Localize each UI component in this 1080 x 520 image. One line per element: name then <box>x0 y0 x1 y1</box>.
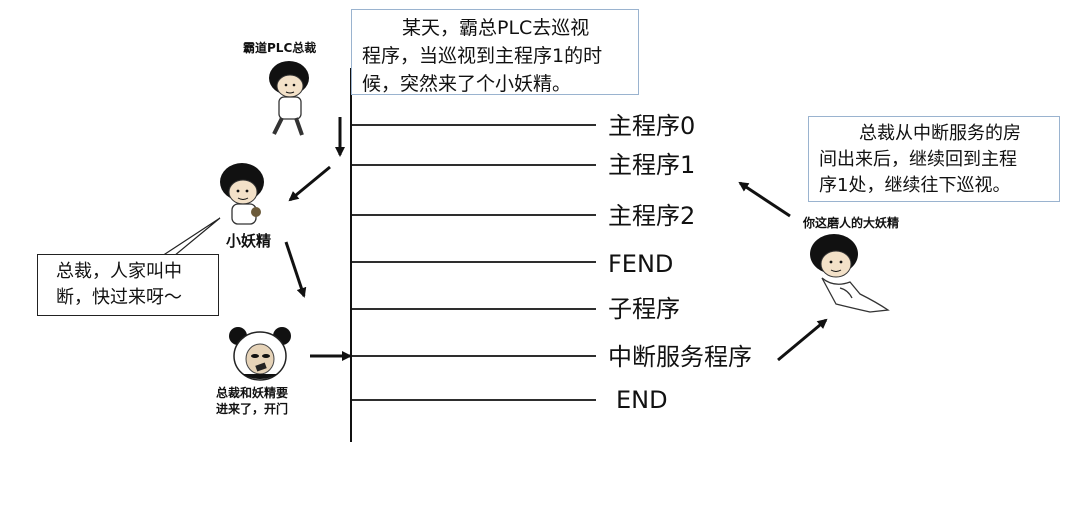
fairy-caption: 小妖精 <box>226 232 272 250</box>
boss-caption: 霸道PLC总裁 <box>243 41 317 55</box>
step-label-end: END <box>616 386 668 414</box>
speech-line-2: 断，快过来呀～ <box>56 287 182 308</box>
step-label-subroutine: 子程序 <box>608 295 680 323</box>
speech-bubble: 总裁，人家叫中 断，快过来呀～ <box>37 254 219 316</box>
bigfairy-caption: 你这磨人的大妖精 <box>803 216 900 230</box>
speech-bubble-tail <box>161 217 221 257</box>
panda-caption-line-2: 进来了，开门 <box>216 402 289 416</box>
top-story-line-3: 候，突然来了个小妖精。 <box>362 73 572 95</box>
fairy-meme-icon <box>212 160 272 228</box>
right-story-line-1: 总裁从中断服务的房 <box>859 123 1021 144</box>
bigfairy-meme-icon <box>800 232 892 316</box>
step-label-main2: 主程序2 <box>608 202 696 230</box>
boss-meme-icon <box>262 58 316 138</box>
step-label-main1: 主程序1 <box>608 151 696 179</box>
step-label-interrupt: 中断服务程序 <box>608 343 752 371</box>
step-lines <box>351 124 596 401</box>
right-story-box: 总裁从中断服务的房 间出来后，继续回到主程 序1处，继续往下巡视。 <box>808 116 1060 202</box>
top-story-line-1: 某天，霸总PLC去巡视 <box>402 17 590 39</box>
top-story-line-2: 程序，当巡视到主程序1的时 <box>362 45 603 67</box>
step-label-main0: 主程序0 <box>608 112 696 140</box>
arrow-fairy-down <box>284 241 307 298</box>
arrow-back-to-main1 <box>738 181 791 218</box>
panda-meme-icon <box>226 326 294 384</box>
right-story-line-2: 间出来后，继续回到主程 <box>819 149 1017 170</box>
top-story-box: 某天，霸总PLC去巡视 程序，当巡视到主程序1的时 候，突然来了个小妖精。 <box>351 9 639 95</box>
arrow-to-bigfairy <box>777 318 828 362</box>
panda-caption: 总裁和妖精要 进来了，开门 <box>216 385 288 417</box>
step-label-fend: FEND <box>608 250 674 278</box>
panda-caption-line-1: 总裁和妖精要 <box>216 386 289 400</box>
speech-line-1: 总裁，人家叫中 <box>56 261 182 282</box>
right-story-line-3: 序1处，继续往下巡视。 <box>819 175 1011 196</box>
arrow-to-fairy <box>288 165 331 202</box>
